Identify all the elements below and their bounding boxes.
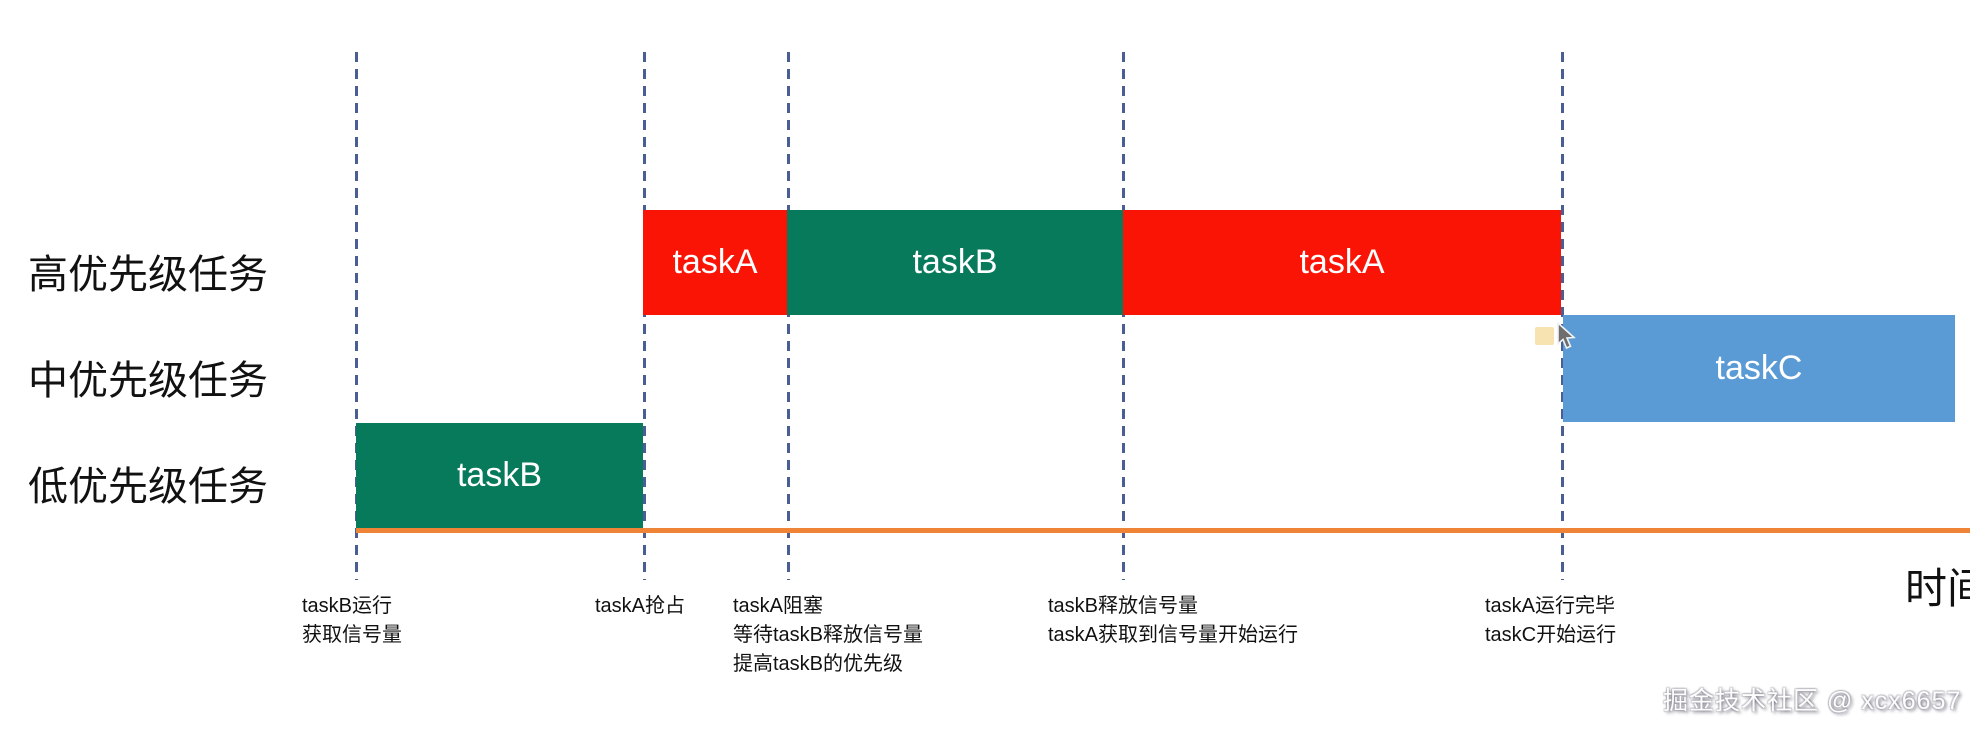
task-bar-taskB-low: taskB xyxy=(356,423,643,528)
row-label-mid: 中优先级任务 xyxy=(28,359,268,403)
annotation-line: 获取信号量 xyxy=(302,624,402,646)
event-line-1 xyxy=(355,52,358,580)
cursor-highlight-box xyxy=(1535,327,1554,345)
time-axis-line xyxy=(356,528,1970,533)
annotation-line: taskA阻塞 xyxy=(733,595,824,617)
task-bar-taskA-high: taskA xyxy=(643,210,787,315)
time-axis-label: 时间 xyxy=(1905,565,1970,612)
annotation-5: taskA运行完毕 taskC开始运行 xyxy=(1485,592,1616,650)
annotation-line: taskA获取到信号量开始运行 xyxy=(1048,624,1299,646)
event-line-3 xyxy=(787,52,790,580)
event-line-4 xyxy=(1122,52,1125,580)
task-bar-taskB-high: taskB xyxy=(787,210,1123,315)
annotation-line: taskB释放信号量 xyxy=(1048,595,1199,617)
watermark-text: 掘金技术社区 @ xcx6657 xyxy=(1663,687,1962,715)
annotation-1: taskB运行获取信号量 xyxy=(302,592,402,650)
pointer-icon xyxy=(1557,322,1576,350)
annotation-line: 等待taskB释放信号量 xyxy=(733,624,924,646)
annotation-line: taskA抢占 xyxy=(595,595,686,617)
annotation-4: taskB释放信号量 taskA获取到信号量开始运行 xyxy=(1048,592,1298,650)
annotation-2: taskA抢占 xyxy=(595,592,685,621)
annotation-line: 提高taskB的优先级 xyxy=(733,653,904,675)
annotation-line: taskC开始运行 xyxy=(1485,624,1617,646)
row-label-low: 低优先级任务 xyxy=(28,465,268,509)
annotation-line: taskB运行 xyxy=(302,595,393,617)
task-bar-taskA-high: taskA xyxy=(1123,210,1561,315)
mouse-cursor xyxy=(1535,322,1580,352)
annotation-line: taskA运行完毕 xyxy=(1485,595,1616,617)
annotation-3: taskA阻塞等待taskB释放信号量提高taskB的优先级 xyxy=(733,592,923,679)
row-label-high: 高优先级任务 xyxy=(28,253,268,297)
event-line-2 xyxy=(643,52,646,580)
task-bar-taskC-mid: taskC xyxy=(1563,315,1955,422)
event-line-5 xyxy=(1561,52,1564,580)
